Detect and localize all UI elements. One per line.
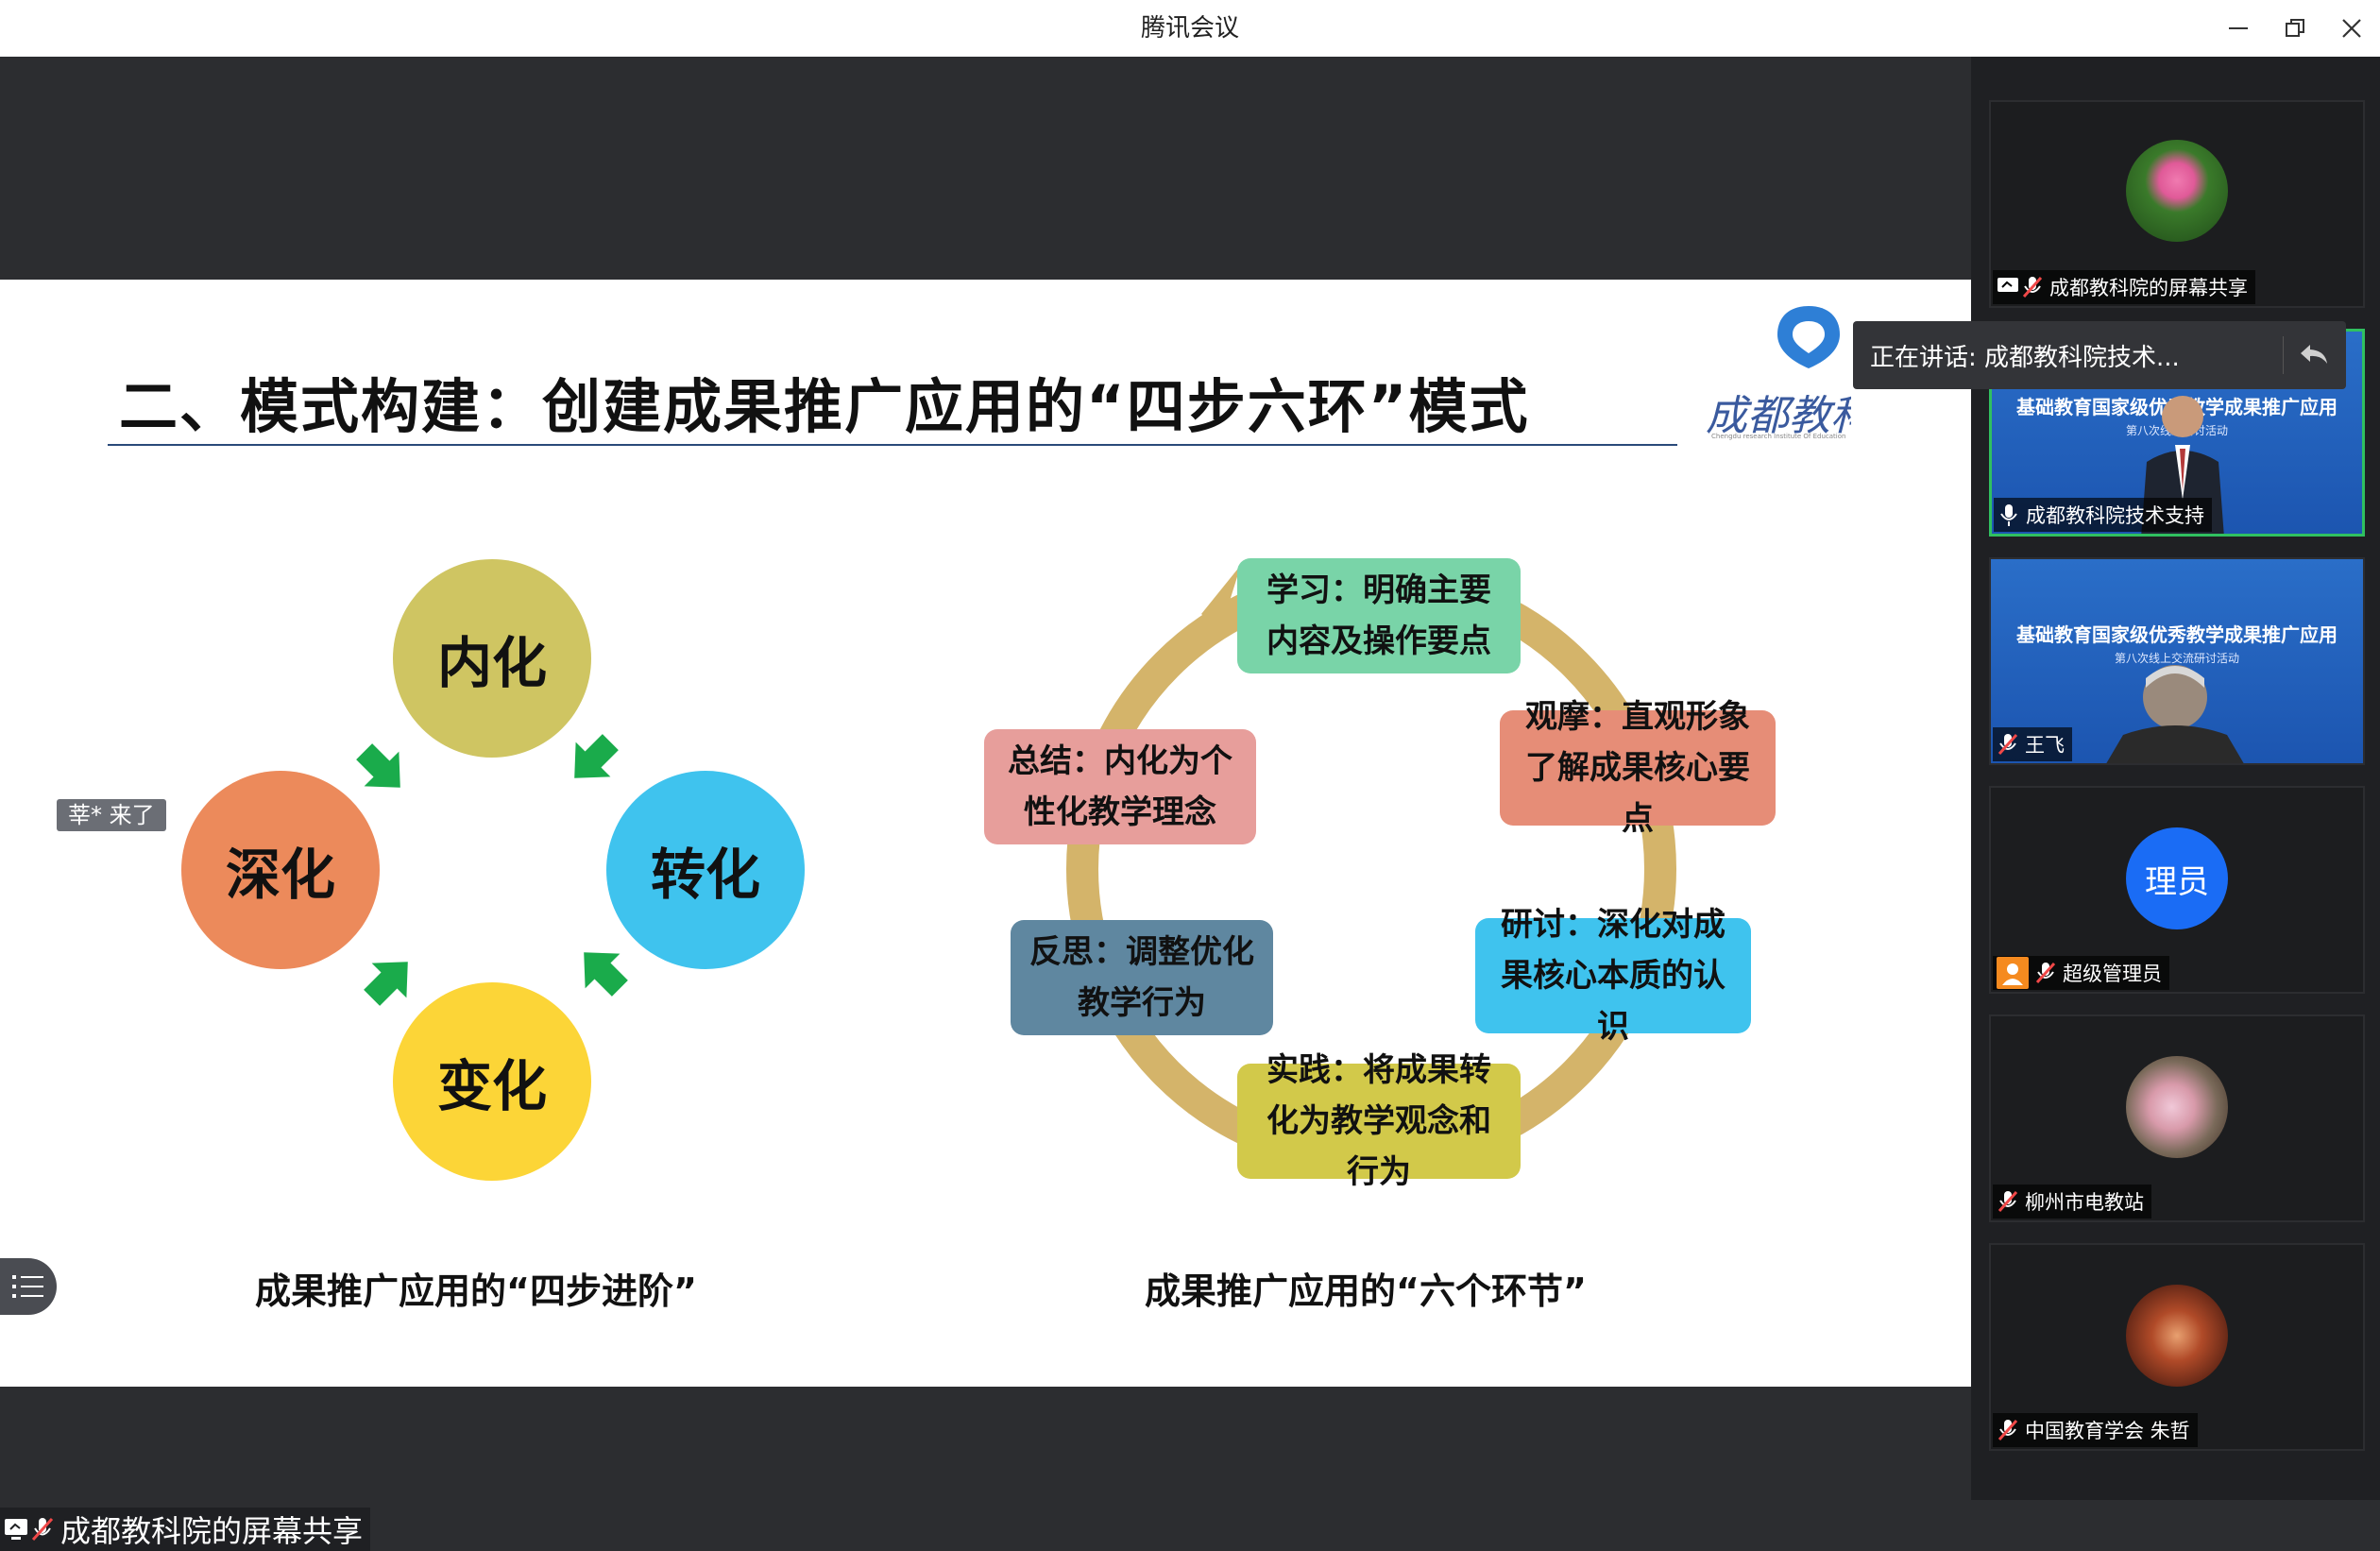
minimize-button[interactable] [2219,9,2257,47]
avatar: 理员 [2126,827,2228,929]
slide-title: 二、模式构建：创建成果推广应用的“四步六环”模式 [119,372,1530,441]
link-reflect: 反思：调整优化 教学行为 [1011,920,1273,1035]
minimize-icon [2229,27,2248,29]
link-discuss: 研讨：深化对成 果核心本质的认 识 [1475,906,1751,1046]
presentation-slide: 二、模式构建：创建成果推广应用的“四步六环”模式 成都教科 Chengdu re… [0,280,1971,1387]
ring-arrowhead-icon [1201,565,1241,631]
mic-muted-icon [1997,1189,2019,1214]
link-practice: 实践：将成果转 化为教学观念和 行为 [1237,1051,1521,1191]
reply-icon[interactable] [2299,343,2329,367]
institute-logo-icon [1777,306,1840,368]
participant-tile[interactable]: 中国教育学会 朱哲 [1989,1243,2365,1451]
participant-name: 中国教育学会 朱哲 [2025,1420,2190,1442]
arrow-icon [584,952,628,997]
participant-tile[interactable]: 柳州市电教站 [1989,1014,2365,1222]
link-summarize: 总结：内化为个 性化教学理念 [984,729,1256,844]
screen-share-icon [4,1517,30,1542]
close-button[interactable] [2333,9,2371,47]
participant-name-bar: 中国教育学会 朱哲 [1993,1413,2198,1447]
participant-name: 成都教科院的屏幕共享 [2049,277,2248,299]
avatar [2126,1285,2228,1387]
avatar [2126,140,2228,242]
avatar [2126,1056,2228,1158]
restore-icon [2286,19,2304,37]
app-title: 腾讯会议 [1140,14,1239,43]
participant-tile[interactable]: 成都教科院的屏幕共享 [1989,100,2365,308]
mic-muted-icon [1997,1418,2019,1442]
screen-share-icon [1997,276,2021,298]
mic-icon [1998,503,2020,527]
video-banner-subtitle: 第八次线上交流研讨活动 [2114,652,2239,665]
video-banner-title: 基础教育国家级优秀教学成果推广应用 [2016,623,2338,646]
step-change: 变化 [393,982,591,1181]
step-deepen: 深化 [181,771,380,969]
institute-logo-text: 成都教科 [1706,392,1851,440]
mic-muted-icon [30,1516,55,1542]
participant-name-bar: 柳州市电教站 [1993,1185,2151,1219]
participant-name: 柳州市电教站 [2025,1191,2144,1214]
title-divider [108,444,1677,446]
cycle-arrows [356,734,628,1006]
join-notification: 莘* 来了 [57,799,166,831]
step-internalize: 内化 [393,559,591,758]
link-study: 学习：明确主要 内容及操作要点 [1237,558,1521,673]
participant-name-bar: 王飞 [1993,727,2072,761]
speaking-label: 正在讲话: 成都教科院技术... [1870,343,2180,372]
user-avatar-icon [1997,957,2029,989]
title-bar: 腾讯会议 [0,0,2380,58]
close-icon [2342,19,2361,38]
arrow-icon [574,734,619,778]
mic-muted-icon [1997,732,2019,757]
participant-name-bar: 超级管理员 [1993,956,2169,990]
list-icon [12,1275,43,1298]
participant-name-bar: 成都教科院的屏幕共享 [1993,270,2255,304]
participant-tile[interactable]: 基础教育国家级优秀教学成果推广应用 第八次线上交流研讨活动 王飞 [1989,557,2365,765]
participant-name: 王飞 [2025,734,2065,757]
arrow-icon [364,962,408,1006]
mic-muted-icon [2034,961,2057,985]
participant-name-bar: 成都教科院技术支持 [1994,498,2212,532]
restore-button[interactable] [2276,9,2314,47]
four-steps-caption: 成果推广应用的“四步进阶” [255,1270,697,1312]
speaking-indicator: 正在讲话: 成都教科院技术... [1853,321,2346,389]
step-transform: 转化 [606,771,805,969]
six-links-caption: 成果推广应用的“六个环节” [1145,1270,1587,1312]
institute-logo-subtitle: Chengdu research Institute Of Education [1711,433,1846,440]
participant-name: 成都教科院技术支持 [2026,504,2204,527]
participant-figure-icon [2106,665,2244,763]
mic-muted-icon [2021,275,2044,299]
shared-screen-area: 二、模式构建：创建成果推广应用的“四步六环”模式 成都教科 Chengdu re… [0,57,1971,1551]
participant-tile[interactable]: 理员 超级管理员 [1989,786,2365,994]
member-list-button[interactable] [0,1258,57,1315]
screen-share-label: 成都教科院的屏幕共享 [0,1508,371,1551]
screen-share-name: 成都教科院的屏幕共享 [60,1513,364,1549]
link-observe: 观摩：直观形象 了解成果核心要 点 [1500,698,1776,838]
participant-name: 超级管理员 [2063,963,2162,985]
arrow-icon [356,743,400,788]
